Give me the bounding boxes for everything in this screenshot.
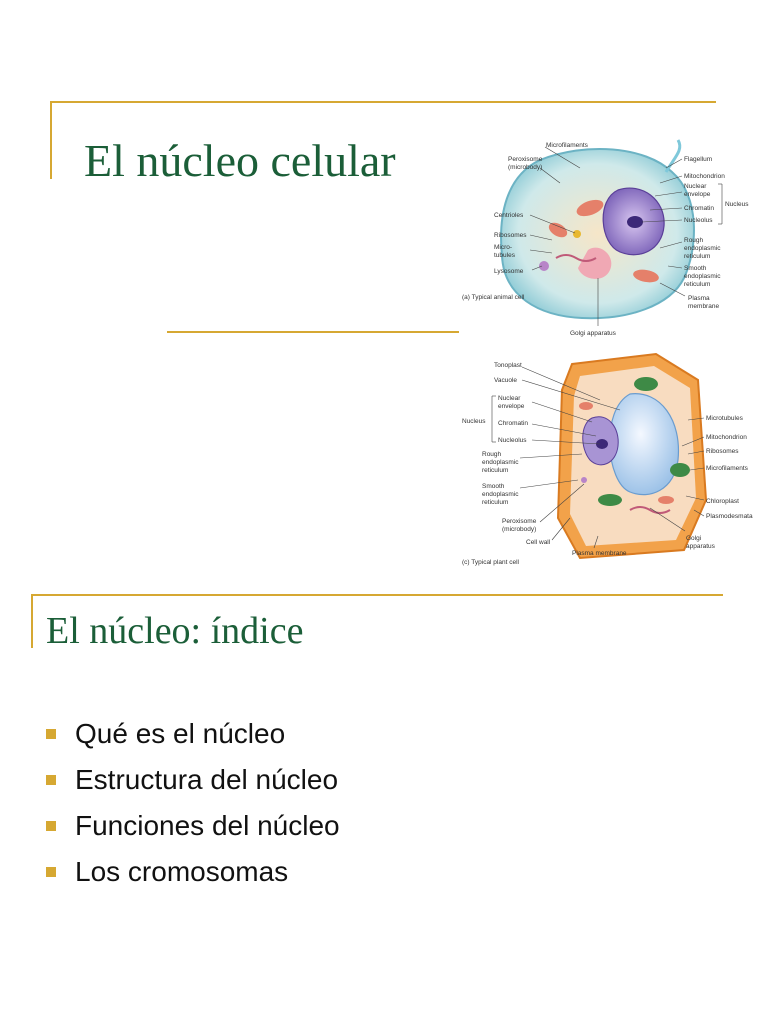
bullet-text: Funciones del núcleo <box>75 810 340 841</box>
label-microfilaments-plant: Microfilaments <box>706 465 749 472</box>
label-rough-er: Rough <box>684 237 704 244</box>
bullet-text: Qué es el núcleo <box>75 718 286 749</box>
list-item: Qué es el núcleo <box>46 711 340 757</box>
animal-cell-diagram: Microfilaments Peroxisome (microbody) Fl… <box>462 139 749 337</box>
label-microtubules: Micro- <box>494 244 512 251</box>
svg-text:(microbody): (microbody) <box>508 164 542 171</box>
label-tonoplast: Tonoplast <box>494 362 522 369</box>
bullet-square-icon <box>46 729 56 739</box>
svg-text:endoplasmic: endoplasmic <box>684 245 721 252</box>
label-golgi-plant: Golgi <box>686 535 701 542</box>
label-nucleolus: Nucleolus <box>684 217 713 224</box>
svg-text:reticulum: reticulum <box>482 499 508 506</box>
bullet-square-icon <box>46 775 56 785</box>
bullet-text: Estructura del núcleo <box>75 764 339 795</box>
svg-text:endoplasmic: endoplasmic <box>482 491 519 498</box>
accent-line-middle <box>167 331 459 333</box>
label-cell-wall: Cell wall <box>526 539 551 546</box>
bullet-text: Los cromosomas <box>75 856 289 887</box>
svg-text:envelope: envelope <box>498 403 525 410</box>
label-nucleus-plant: Nucleus <box>462 418 486 425</box>
svg-text:tubules: tubules <box>494 252 516 259</box>
svg-text:(microbody): (microbody) <box>502 526 536 533</box>
slide-title: El núcleo celular <box>84 135 396 186</box>
label-lysosome: Lysosome <box>494 268 524 275</box>
svg-text:apparatus: apparatus <box>686 543 716 550</box>
label-plasmodesmata: Plasmodesmata <box>706 513 753 520</box>
accent-line-top <box>50 101 716 103</box>
label-golgi: Golgi apparatus <box>570 330 617 337</box>
label-vacuole: Vacuole <box>494 377 517 384</box>
bullet-list: Qué es el núcleo Estructura del núcleo F… <box>46 711 340 895</box>
animal-cell-caption: (a) Typical animal cell <box>462 294 525 301</box>
label-flagellum: Flagellum <box>684 156 712 163</box>
slide-title: El núcleo: índice <box>46 610 304 652</box>
svg-text:reticulum: reticulum <box>684 281 710 288</box>
label-chromatin-plant: Chromatin <box>498 420 528 427</box>
label-plasma-membrane: Plasma <box>688 295 710 302</box>
plant-cell-diagram: Tonoplast Vacuole Nuclear envelope Nucle… <box>462 352 753 566</box>
label-ribosomes-plant: Ribosomes <box>706 448 739 455</box>
svg-text:membrane: membrane <box>688 303 719 310</box>
accent-line-left <box>50 101 52 179</box>
label-mitochondrion-plant: Mitochondrion <box>706 434 747 441</box>
list-item: Estructura del núcleo <box>46 757 340 803</box>
accent-line-left <box>31 594 33 648</box>
label-plasma-membrane-plant: Plasma membrane <box>572 550 627 557</box>
bullet-square-icon <box>46 821 56 831</box>
label-ribosomes: Ribosomes <box>494 232 527 239</box>
svg-text:reticulum: reticulum <box>684 253 710 260</box>
label-rough-er-plant: Rough <box>482 451 502 458</box>
label-nucleolus-plant: Nucleolus <box>498 437 527 444</box>
label-nuclear-envelope-plant: Nuclear <box>498 395 521 402</box>
svg-text:endoplasmic: endoplasmic <box>684 273 721 280</box>
label-chromatin: Chromatin <box>684 205 714 212</box>
label-nucleus: Nucleus <box>725 201 749 208</box>
label-chloroplast: Chloroplast <box>706 498 739 505</box>
label-nuclear-envelope: Nuclear <box>684 183 707 190</box>
label-mitochondrion: Mitochondrion <box>684 173 725 180</box>
label-centrioles: Centrioles <box>494 212 524 219</box>
label-peroxisome: Peroxisome <box>508 156 543 163</box>
svg-text:endoplasmic: endoplasmic <box>482 459 519 466</box>
animal-cell-membrane-shape <box>500 147 695 320</box>
flagellum-shape <box>664 139 682 173</box>
svg-text:reticulum: reticulum <box>482 467 508 474</box>
accent-line-top <box>31 594 723 596</box>
label-microtubules-plant: Microtubules <box>706 415 744 422</box>
label-peroxisome-plant: Peroxisome <box>502 518 537 525</box>
label-smooth-er: Smooth <box>684 265 707 272</box>
slide-1: El núcleo celular <box>50 101 753 566</box>
bullet-square-icon <box>46 867 56 877</box>
list-item: Los cromosomas <box>46 849 340 895</box>
slide-2: El núcleo: índice Qué es el núcleo Estru… <box>0 576 768 1024</box>
label-smooth-er-plant: Smooth <box>482 483 505 490</box>
list-item: Funciones del núcleo <box>46 803 340 849</box>
plant-cell-caption: (c) Typical plant cell <box>462 559 520 566</box>
label-microfilaments: Microfilaments <box>546 142 589 149</box>
svg-text:envelope: envelope <box>684 191 711 198</box>
